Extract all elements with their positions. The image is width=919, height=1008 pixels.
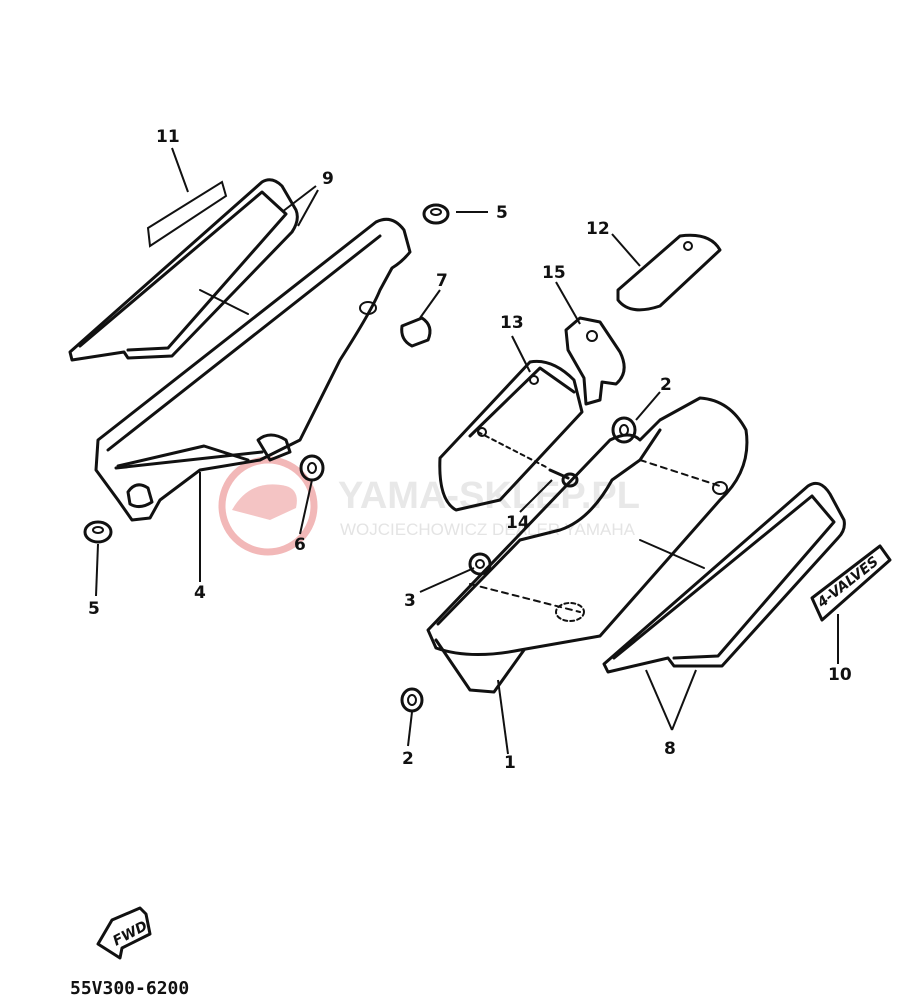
watermark-subtext: WOJCIECHOWICZ DEALER YAMAHA: [340, 520, 636, 539]
part-5-grommet-upper: [422, 203, 450, 225]
part-8-emblem: [602, 481, 846, 674]
label-2-upper: 2: [660, 375, 672, 395]
part-11-decal: [146, 180, 228, 248]
label-5-lower: 5: [88, 599, 100, 619]
diagram-code: 55V300-6200: [70, 978, 189, 999]
label-3: 3: [404, 591, 416, 611]
label-12: 12: [586, 219, 610, 239]
label-2-lower: 2: [402, 749, 414, 769]
label-9: 9: [322, 169, 334, 189]
label-1: 1: [504, 753, 516, 773]
label-4: 4: [194, 583, 206, 603]
part-14-screw: [477, 431, 579, 488]
label-11: 11: [156, 127, 180, 147]
part-labels: 11 9 5 7 12 15 13 2 4 6 5 14 3 10 2 1 8: [88, 127, 852, 773]
part-4-left-cover: [94, 217, 412, 522]
part-1-right-cover: [426, 396, 749, 694]
part-10-decal: 4-VALVES: [810, 544, 892, 622]
leader-lines: [95, 147, 839, 755]
decal-text: 4-VALVES: [814, 554, 882, 612]
part-7-collar: [359, 301, 432, 348]
label-15: 15: [542, 263, 566, 283]
label-10: 10: [828, 665, 852, 685]
part-12-tab: [616, 233, 722, 312]
part-9-emblem: [68, 178, 299, 362]
label-6: 6: [294, 535, 306, 555]
watermark-text: YAMA-SKLEP.PL: [338, 475, 640, 517]
watermark-logo-mark: [232, 484, 297, 520]
part-2-grommet-lower: [400, 687, 424, 713]
watermark-logo-icon: [218, 456, 318, 556]
part-6-grommet: [299, 454, 325, 482]
label-5-upper: 5: [496, 203, 508, 223]
label-14: 14: [506, 513, 530, 533]
label-7: 7: [436, 271, 448, 291]
part-5-grommet-lower: [83, 520, 113, 544]
part-13-box: [438, 359, 584, 512]
watermark: YAMA-SKLEP.PL WOJCIECHOWICZ DEALER YAMAH…: [218, 456, 640, 556]
label-8: 8: [664, 739, 676, 759]
part-3-grommet: [468, 552, 492, 576]
label-13: 13: [500, 313, 524, 333]
fwd-arrow-icon: FWD: [96, 906, 152, 960]
part-15-bracket: [564, 316, 626, 406]
